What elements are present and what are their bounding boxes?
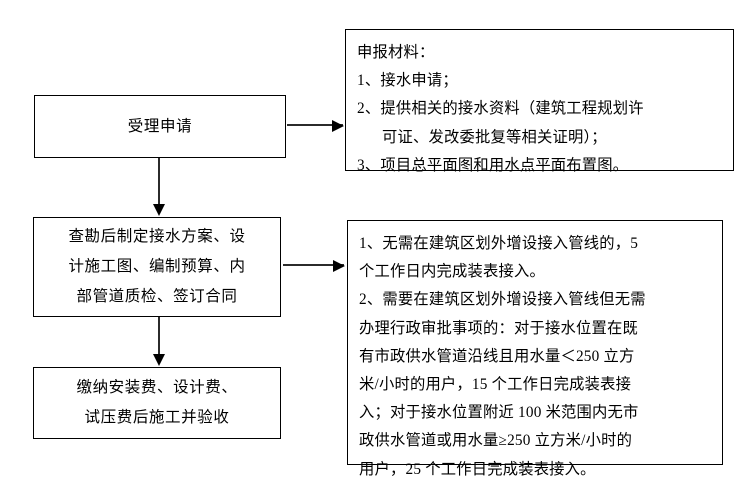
arrow-right-icon-accept-to-materials (287, 120, 344, 132)
arrow-down-icon-plan-to-payment (153, 317, 165, 366)
note-box-application-materials[interactable]: 申报材料： 1、接水申请； 2、提供相关的接水资料（建筑工程规划许 可证、发改委… (345, 29, 734, 174)
process-box-survey-and-plan-label: 查勘后制定接水方案、设 计施工图、编制预算、内 部管道质检、签订合同 (68, 228, 246, 305)
note-line: 入；对于接水位置附近 100 米范围内无市 (359, 404, 639, 422)
note-line: 可证、发改委批复等相关证明）； (382, 128, 607, 146)
note-line: 1、无需在建筑区划外增设接入管线的，5 (359, 235, 639, 252)
process-box-payment-and-acceptance-label: 缴纳安装费、设计费、 试压费后施工并验收 (76, 379, 238, 426)
note-line: 办理行政审批事项的：对于接水位置在既 (359, 319, 638, 337)
note-line: 1、接水申请； (357, 72, 458, 90)
process-box-accept-application-label: 受理申请 (127, 117, 193, 135)
note-line: 有市政供水管道沿线且用水量＜250 立方 (359, 347, 635, 365)
note-line: 个工作日内完成装表接入。 (359, 263, 545, 281)
arrow-right-icon-plan-to-timelimit (283, 260, 345, 272)
process-box-survey-and-plan[interactable]: 查勘后制定接水方案、设 计施工图、编制预算、内 部管道质检、签订合同 (33, 217, 281, 317)
note-line: 米/小时的用户，15 个工作日完成装表接 (359, 376, 632, 394)
note-line: 2、需要在建筑区划外增设接入管线但无需 (359, 291, 646, 309)
note-line: 政供水管道或用水量≥250 立方米/小时的 (359, 432, 633, 450)
note-line: 2、提供相关的接水资料（建筑工程规划许 (357, 100, 644, 118)
note-line: 申报材料： (357, 44, 435, 61)
process-box-accept-application[interactable]: 受理申请 (34, 95, 286, 158)
note-box-processing-time-limits[interactable]: 1、无需在建筑区划外增设接入管线的，5 个工作日内完成装表接入。 2、需要在建筑… (347, 220, 723, 478)
note-line: 用户，25 个工作日完成装表接入。 (359, 460, 596, 478)
process-box-payment-and-acceptance[interactable]: 缴纳安装费、设计费、 试压费后施工并验收 (33, 367, 281, 439)
note-line: 3、项目总平面图和用水点平面布置图。 (357, 156, 629, 174)
arrow-down-icon-accept-to-plan (153, 158, 165, 216)
